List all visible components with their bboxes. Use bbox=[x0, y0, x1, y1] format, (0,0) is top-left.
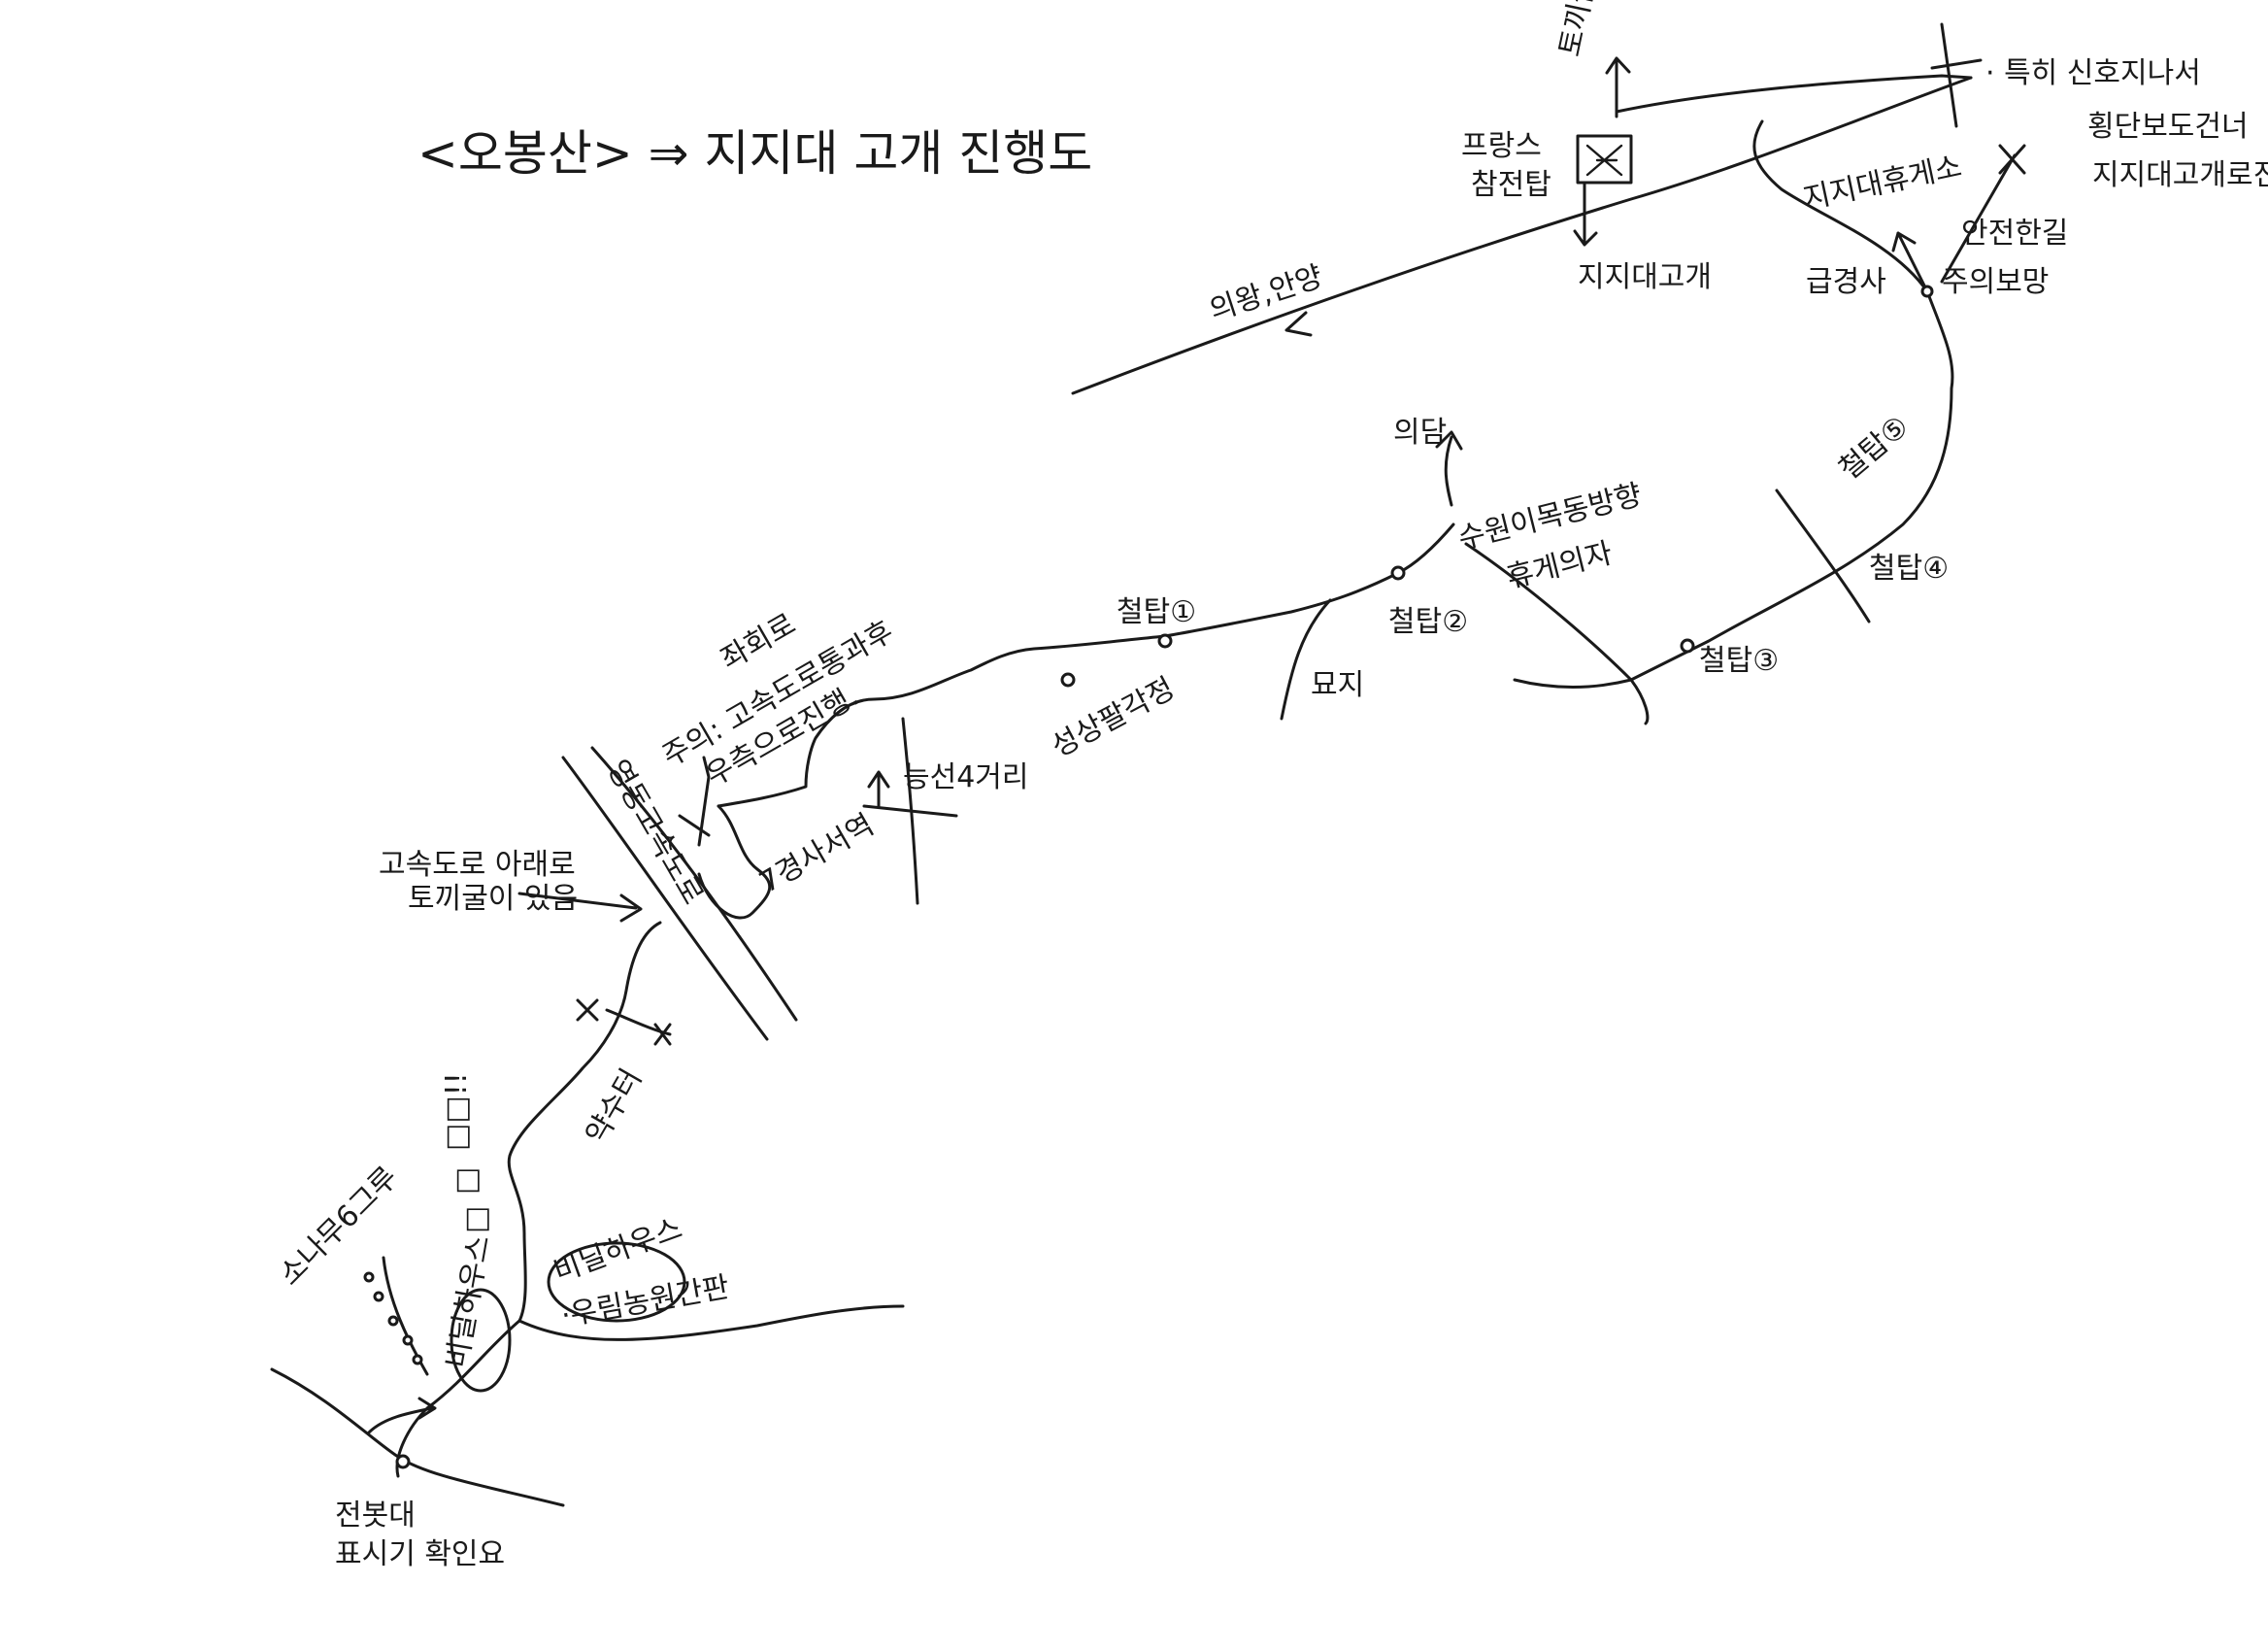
label-junbuk-2: 표시기 확인요 bbox=[335, 1537, 505, 1571]
ridge-cross-horizontal bbox=[862, 804, 958, 818]
ridge-cross-vertical bbox=[901, 717, 919, 905]
suwon-branch bbox=[1464, 542, 1650, 725]
label-grave: 묘지 bbox=[1311, 668, 1364, 702]
road-arrow-left bbox=[1284, 311, 1313, 337]
label-tower3: 철탑③ bbox=[1699, 644, 1779, 678]
start-road bbox=[270, 1367, 565, 1507]
label-jijidae-pass: 지지대고개 bbox=[1578, 260, 1712, 294]
label-safety-1: 안전한길 bbox=[1961, 217, 2068, 251]
ridge-line-upper bbox=[1940, 153, 2017, 284]
toggi-arrow bbox=[1605, 56, 1631, 118]
label-france-memorial-1: 프랑스 bbox=[1461, 129, 1542, 163]
junction-dot bbox=[1920, 285, 1934, 298]
route-lower bbox=[507, 921, 662, 1323]
jijidae-arrow bbox=[1573, 183, 1598, 247]
x-mark-lower bbox=[576, 998, 599, 1022]
ridge-route bbox=[717, 522, 1455, 808]
pine-grove-dots bbox=[363, 1271, 423, 1365]
note-pointer bbox=[678, 756, 711, 847]
expressway-left bbox=[561, 756, 769, 1041]
label-cross-signal: · 특히 신호지나서 bbox=[1985, 56, 2201, 90]
label-underpass-1: 고속도로 아래로 bbox=[379, 848, 576, 882]
label-uidam: 의담 bbox=[1393, 416, 1447, 450]
signal-cross bbox=[1930, 22, 1983, 128]
route-to-underpass bbox=[697, 804, 772, 920]
start-arrow bbox=[367, 1397, 437, 1434]
main-road bbox=[1071, 76, 1973, 395]
route-tower3 bbox=[1513, 678, 1633, 689]
label-neungsan-intersection: 능선4거리 bbox=[903, 760, 1029, 794]
upper-road bbox=[1615, 74, 1973, 114]
label-junbuk-1: 전봇대 bbox=[335, 1499, 416, 1533]
safety-arrow bbox=[1891, 231, 1929, 293]
france-memorial-icon bbox=[1576, 134, 1633, 185]
vinyl-road bbox=[517, 1304, 905, 1341]
tower3-dot bbox=[1680, 638, 1695, 654]
label-suwon-dir-2: 휴게의자 bbox=[1503, 536, 1616, 595]
label-safety-2: 주의보망 bbox=[1942, 265, 2049, 299]
label-go-jijidae: 지지대고개로진행 bbox=[2092, 158, 2268, 192]
label-stairs-1: □□!! bbox=[440, 1072, 474, 1151]
label-tower2: 철탑② bbox=[1388, 605, 1468, 639]
map-title: <오봉산> ⇒ 지지대 고개 진행도 bbox=[417, 125, 1092, 182]
label-suwon-dir-1: 수원이목동방향 bbox=[1454, 478, 1645, 556]
uidam-arrow bbox=[1435, 430, 1463, 507]
vinyl-house-oval bbox=[450, 1288, 512, 1393]
label-stairs-2: □ bbox=[450, 1167, 484, 1195]
route-rest-loop bbox=[1629, 119, 1954, 682]
label-tower5: 철탑⑤ bbox=[1833, 410, 1916, 488]
expressway-right bbox=[590, 746, 798, 1022]
spring-line bbox=[605, 1008, 672, 1036]
underpass-arrow bbox=[517, 892, 643, 923]
tower1-dot bbox=[1157, 633, 1173, 649]
label-vinyl-house-1: 비닐하우스 bbox=[550, 1211, 687, 1289]
label-toggi-top: 토끼굴진행 bbox=[1552, 0, 1614, 59]
label-steep-slope: 급경사 bbox=[1806, 265, 1886, 299]
memorial-mark-icon bbox=[1585, 144, 1623, 177]
label-stairs-3: □ bbox=[459, 1206, 493, 1233]
utility-pole-dot bbox=[395, 1454, 411, 1469]
label-uiwang-anyang: 의왕,안양 bbox=[1206, 259, 1327, 327]
tower2-dot bbox=[1390, 565, 1406, 581]
grave-branch bbox=[1280, 598, 1332, 721]
x-mark-lower-2 bbox=[653, 1023, 672, 1046]
vinyl-house-sign-oval bbox=[547, 1241, 686, 1323]
label-france-memorial-2: 참전탑 bbox=[1471, 168, 1551, 202]
tower4-line bbox=[1775, 489, 1871, 623]
label-tower4: 철탑④ bbox=[1869, 552, 1949, 586]
label-left-turn: 좌회로 bbox=[716, 607, 802, 677]
label-crosswalk: 횡단보도건너 bbox=[2087, 110, 2249, 144]
label-tower1: 철탑① bbox=[1117, 595, 1196, 629]
label-rest-area: 지지대휴게소 bbox=[1800, 150, 1964, 217]
label-spring: 약수터 bbox=[580, 1063, 650, 1150]
ridge-cross-arrow bbox=[867, 770, 890, 808]
label-underpass-2: 토끼굴이 있음 bbox=[408, 882, 578, 916]
sungsang-dot bbox=[1060, 672, 1076, 688]
label-pond: 7경사서역 bbox=[754, 808, 881, 900]
